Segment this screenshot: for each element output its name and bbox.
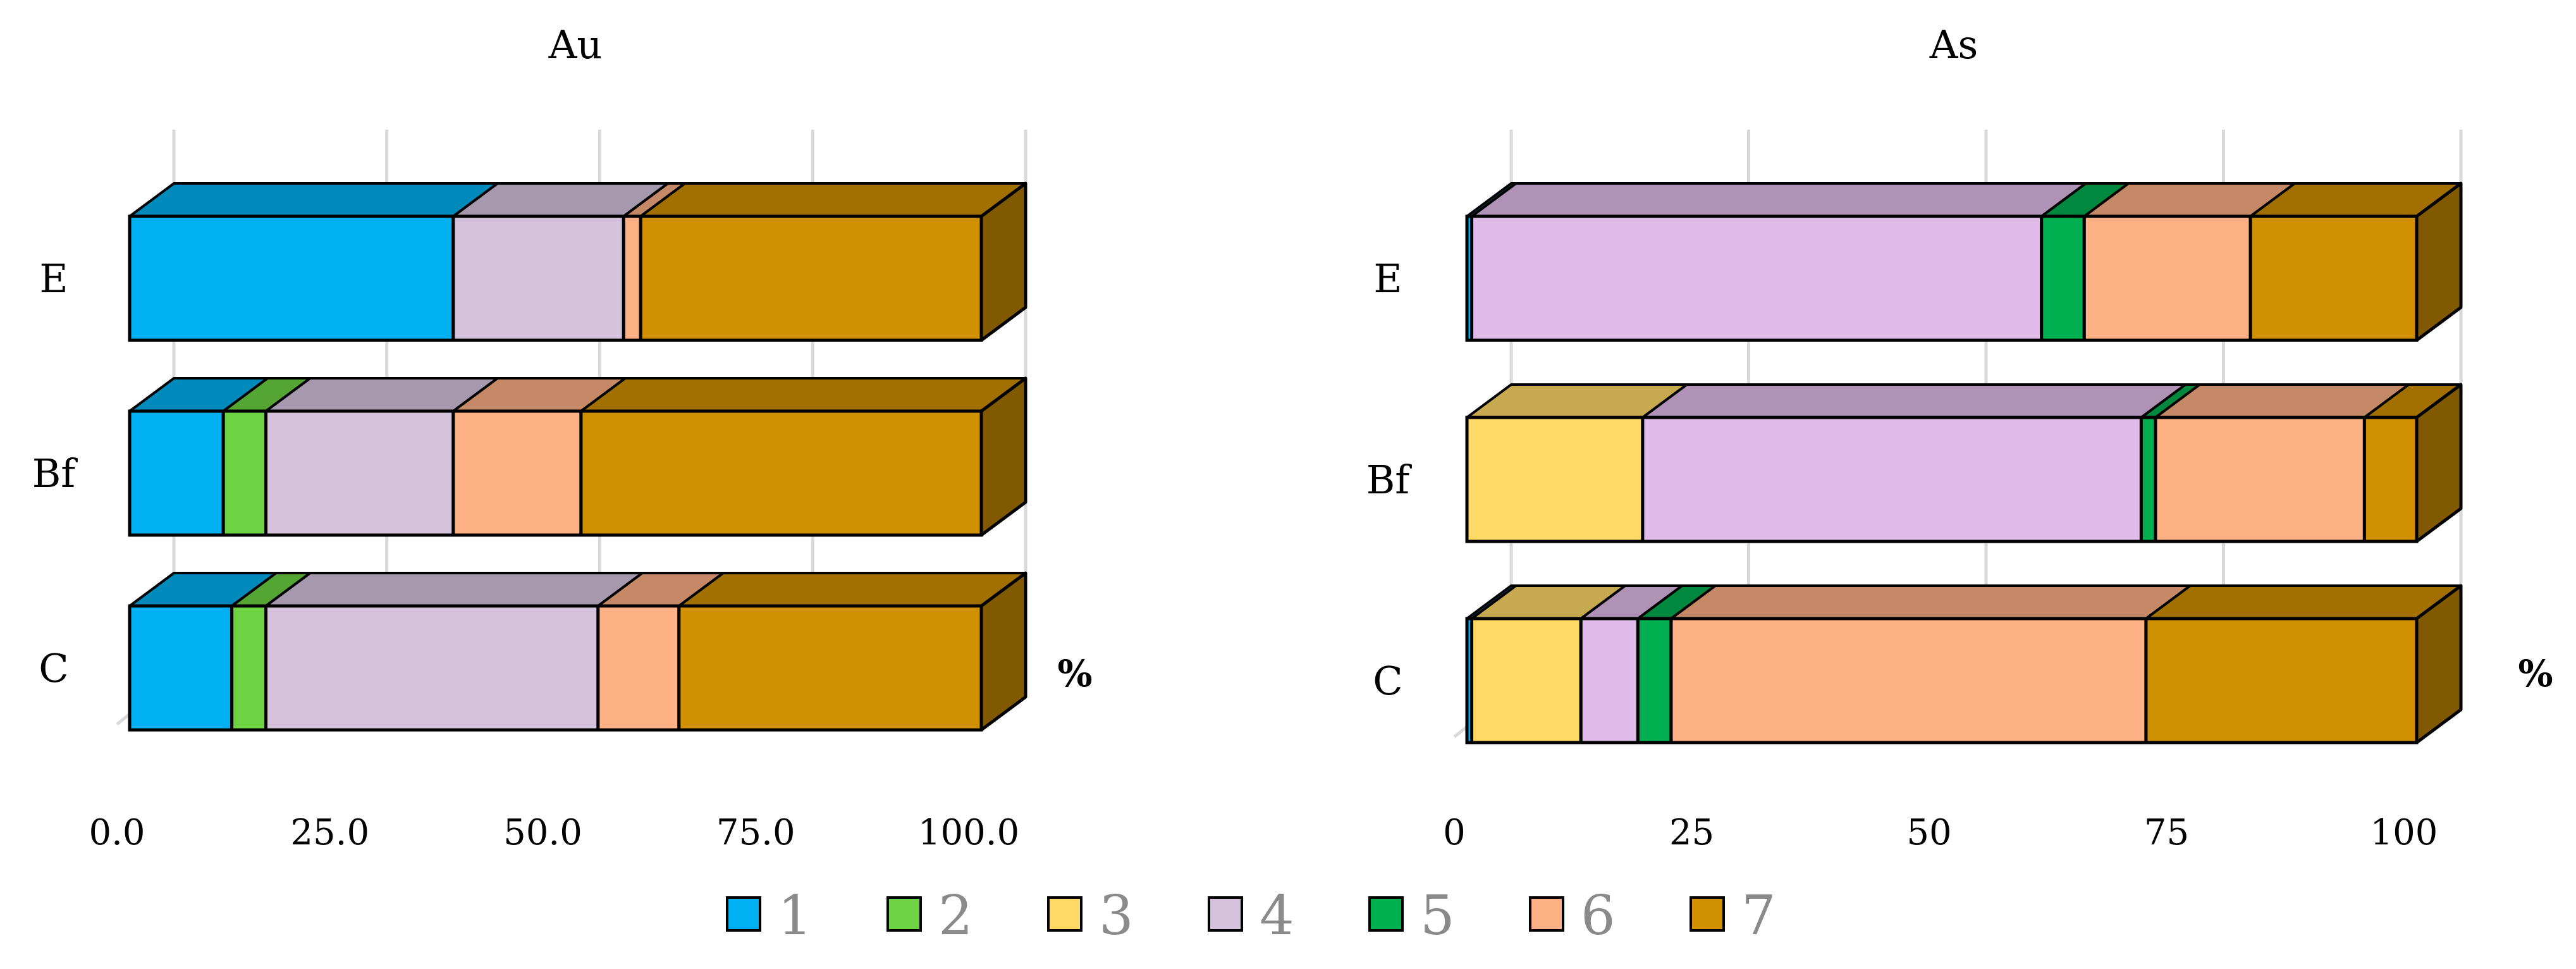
legend: 1 2 3 4 5 6 7 (726, 884, 1776, 947)
bar-segment-series-3 (1465, 416, 1645, 543)
bar-top-face (2144, 584, 2462, 620)
legend-swatch (1529, 896, 1564, 932)
bar-segment-series-4 (264, 409, 455, 537)
legend-label: 4 (1260, 884, 1294, 947)
bar-segment-series-6 (622, 214, 642, 342)
category-label: Bf (1366, 457, 1413, 503)
bar-side-face (979, 182, 1027, 342)
bar-top-face (1470, 182, 2087, 218)
bar-segment-series-7 (2144, 617, 2419, 744)
bar-top-face (128, 182, 499, 218)
bar-segment-series-7 (2248, 214, 2419, 342)
bar-side-face (979, 376, 1027, 537)
bar-segment-series-7 (579, 409, 983, 537)
legend-swatch (726, 896, 761, 932)
bar-segment-series-7 (2362, 416, 2419, 543)
bar-segment-series-5 (2040, 214, 2086, 342)
panel-au: Au 0.0 25.0 50.0 75.0 100.0% E BfC (32, 22, 1093, 853)
category-label: E (1373, 256, 1402, 302)
axis-unit-label: % (1057, 652, 1092, 695)
x-tick-label: 50 (1906, 812, 1951, 853)
category-label: C (1373, 658, 1402, 704)
legend-label: 6 (1581, 884, 1616, 947)
bar-top-face (264, 572, 644, 607)
bar-segment-series-7 (639, 214, 983, 342)
chart-title: As (1929, 22, 1978, 68)
bar-side-face (2415, 584, 2463, 744)
bar-segment-series-5 (1636, 617, 1673, 744)
bar-segment-series-6 (2082, 214, 2252, 342)
category-label: C (39, 645, 68, 691)
legend-swatch (1690, 896, 1725, 932)
x-tick-label: 50.0 (503, 812, 582, 853)
panel-as: As 0 25 50 75 100% E BfC (1366, 22, 2553, 853)
bar-segment-series-4 (1641, 416, 2143, 543)
x-tick-label: 100.0 (918, 812, 1019, 853)
x-tick-label: 75.0 (716, 812, 795, 853)
axis-unit-label: % (2518, 652, 2553, 695)
bar-top-face (639, 182, 1027, 218)
bar-top-face (579, 377, 1027, 412)
legend-swatch (886, 896, 922, 932)
bar-side-face (979, 571, 1027, 732)
legend-swatch (1208, 896, 1243, 932)
bar-segment-series-1 (128, 604, 234, 732)
bar-top-face (1669, 584, 2192, 620)
legend-label: 3 (1099, 884, 1134, 947)
legend-label: 7 (1741, 884, 1776, 947)
bar-top-face (677, 572, 1027, 607)
category-label: Bf (32, 450, 78, 497)
legend-swatch (1047, 896, 1083, 932)
bar-segment-series-5 (2139, 416, 2157, 543)
bar-segment-series-2 (230, 604, 268, 732)
x-tick-label: 0 (1443, 812, 1466, 853)
bar-segment-series-6 (2154, 416, 2366, 543)
chart-title: Au (548, 22, 603, 68)
bar-side-face (2415, 383, 2463, 543)
bar-segment-series-4 (1470, 214, 2044, 342)
bar-segment-series-2 (221, 409, 268, 537)
legend-label: 5 (1420, 884, 1455, 947)
legend-label: 1 (778, 884, 813, 947)
bar-segment-series-1 (128, 409, 225, 537)
x-tick-label: 75 (2144, 812, 2189, 853)
bar-top-face (1641, 383, 2187, 419)
x-tick-label: 25.0 (290, 812, 369, 853)
bar-segment-series-6 (451, 409, 583, 537)
x-tick-label: 25 (1669, 812, 1714, 853)
bar-segment-series-4 (451, 214, 625, 342)
bar-segment-series-4 (1579, 617, 1640, 744)
bar-side-face (2415, 182, 2463, 342)
x-tick-label: 100 (2371, 812, 2438, 853)
x-tick-label: 0.0 (89, 812, 145, 853)
bar-segment-series-6 (596, 604, 681, 732)
legend-label: 2 (938, 884, 973, 947)
category-label: E (39, 256, 68, 302)
bar-segment-series-7 (677, 604, 983, 732)
bar-segment-series-6 (1669, 617, 2148, 744)
bar-segment-series-1 (128, 214, 455, 342)
legend-swatch (1368, 896, 1404, 932)
bar-segment-series-3 (1470, 617, 1583, 744)
bar-segment-series-4 (264, 604, 600, 732)
